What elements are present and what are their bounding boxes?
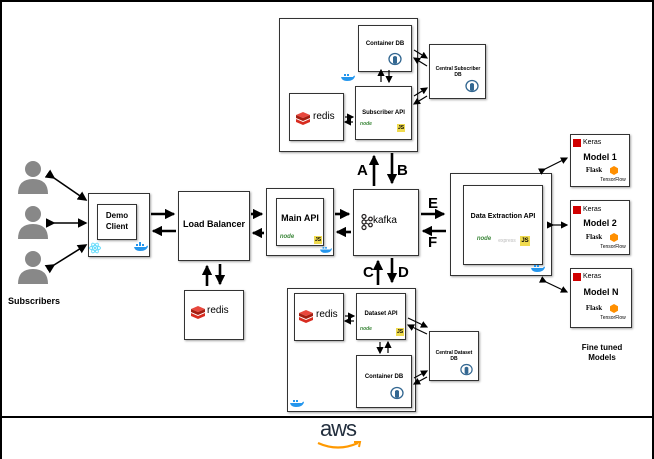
load-balancer-label: Load Balancer (182, 219, 246, 229)
redis-icon (190, 305, 206, 319)
aws-smile-icon (316, 441, 364, 451)
model-n-keras-badge: Keras (583, 273, 602, 280)
model-1-tensorflow-label: TensorFlow (600, 177, 626, 183)
load-balancer-box (178, 191, 250, 261)
dataset-redis-label: redis (316, 309, 338, 320)
docker-icon (320, 245, 332, 254)
container-db-top-box (358, 25, 412, 72)
redis-icon (295, 111, 311, 125)
model-n-flask-label: Flask (585, 304, 603, 312)
keras-icon (573, 206, 581, 214)
aws-logo-text: aws (319, 416, 357, 441)
dataset-api-label: Dataset API (364, 311, 398, 317)
subscribers-label: Subscribers (7, 296, 61, 306)
demo-client-label: Demo Client (105, 211, 129, 231)
docker-icon (531, 263, 545, 273)
model-n-tensorflow-label: TensorFlow (600, 315, 626, 321)
react-icon (89, 242, 101, 254)
tensorflow-icon (610, 233, 618, 242)
main-api-js-badge: JS (314, 236, 322, 244)
central-subscriber-db-label: Central Subscriber DB (435, 66, 481, 78)
docker-icon (134, 242, 148, 252)
model-1-label: Model 1 (583, 152, 617, 162)
kafka-label: kafka (373, 215, 397, 226)
main-api-node-label: node (279, 234, 295, 240)
model-2-label: Model 2 (583, 218, 617, 228)
edge-letter-c: C (363, 264, 374, 281)
keras-icon (573, 139, 581, 147)
model-2-keras-badge: Keras (583, 206, 602, 213)
edge-letter-e: E (428, 195, 439, 212)
docker-icon (341, 72, 355, 82)
postgres-icon (460, 363, 473, 377)
subscriber-user-2-icon (17, 205, 49, 239)
main-api-label: Main API (281, 213, 319, 223)
model-n-label: Model N (583, 287, 619, 297)
model-1-keras-badge: Keras (583, 139, 602, 146)
postgres-icon (388, 52, 402, 67)
central-dataset-db-box (429, 331, 479, 381)
lb-redis-label: redis (207, 305, 229, 316)
subscriber-api-label: Subscriber API (362, 110, 405, 116)
subscriber-api-node-label: node (360, 121, 372, 127)
subscriber-user-1-icon (17, 160, 49, 194)
dataset-api-js-badge: JS (396, 328, 404, 336)
kafka-box (353, 189, 419, 256)
data-extraction-node-label: node (476, 236, 492, 242)
subscriber-user-3-icon (17, 250, 49, 284)
subscriber-api-js-badge: JS (397, 124, 405, 132)
data-extraction-api-box (463, 185, 543, 265)
model-2-tensorflow-label: TensorFlow (600, 244, 626, 250)
redis-icon (298, 309, 314, 323)
container-db-bottom-label: Container DB (364, 374, 404, 380)
model-1-flask-label: Flask (585, 166, 603, 174)
tensorflow-icon (610, 304, 618, 313)
subscriber-redis-label: redis (313, 111, 335, 122)
container-db-top-label: Container DB (365, 41, 405, 47)
edge-letter-b: B (397, 162, 408, 179)
tensorflow-icon (610, 166, 618, 175)
fine-tuned-models-label: Fine tuned Models (581, 343, 623, 362)
central-dataset-db-label: Central Dataset DB (435, 350, 473, 362)
edge-letter-a: A (357, 162, 368, 179)
data-extraction-express-label: express (498, 238, 516, 244)
demo-client-inner-box (97, 204, 137, 240)
docker-icon (290, 398, 304, 408)
edge-letter-f: F (428, 234, 438, 251)
aws-footer (2, 416, 652, 459)
data-extraction-js-badge: JS (520, 236, 530, 246)
postgres-icon (465, 79, 479, 94)
kafka-icon (359, 213, 373, 231)
edge-letter-d: D (398, 264, 409, 281)
model-2-flask-label: Flask (585, 233, 603, 241)
postgres-icon (390, 386, 404, 401)
dataset-api-node-label: node (360, 326, 372, 332)
data-extraction-api-label: Data Extraction API (470, 213, 536, 220)
container-db-bottom-box (356, 355, 412, 408)
subscriber-arrows (44, 169, 88, 274)
keras-icon (573, 273, 581, 281)
